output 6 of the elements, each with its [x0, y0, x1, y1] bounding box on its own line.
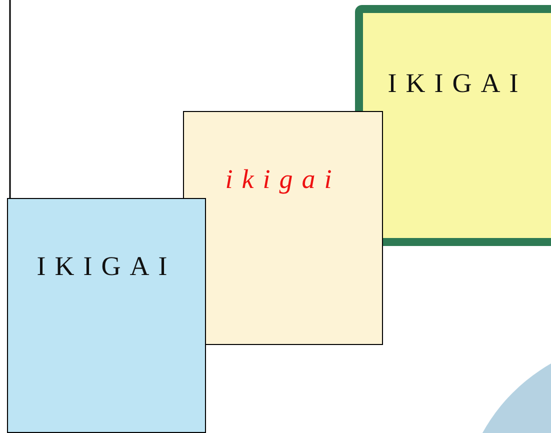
card-title: ikigai — [224, 164, 342, 195]
card — [183, 111, 383, 345]
card-title: IKIGAI — [36, 251, 178, 282]
card — [355, 5, 551, 246]
card-title: IKIGAI — [386, 68, 528, 99]
card — [7, 198, 206, 433]
